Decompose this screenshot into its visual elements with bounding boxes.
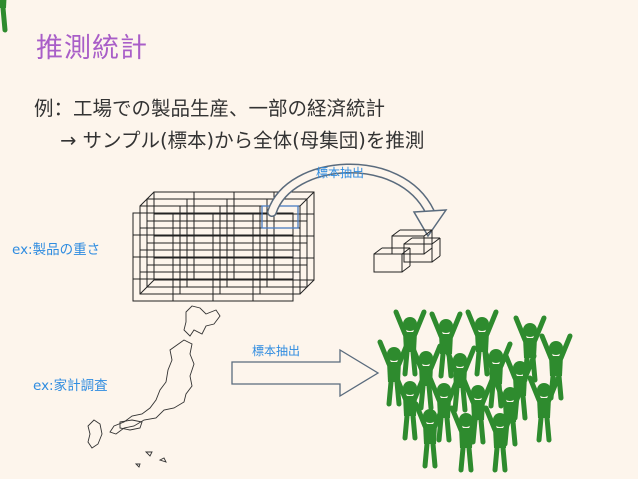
example-line: 例：工場での製品生産、一部の経済統計 — [34, 97, 386, 120]
product-weight-example-label[interactable]: ex:製品の重さ — [12, 242, 101, 258]
cheering-crowd-icon — [0, 0, 570, 470]
inference-line: → サンプル(標本)から全体(母集団)を推測 — [60, 129, 425, 152]
sample-boxes-icon — [373, 229, 441, 273]
sampling-label-bottom: 標本抽出 — [252, 344, 301, 358]
household-survey-example-label[interactable]: ex:家計調査 — [33, 378, 108, 394]
right-arrow-icon — [231, 348, 380, 398]
japan-map-icon — [87, 305, 221, 468]
wireframe-box-grid-icon — [132, 191, 315, 302]
curved-arrow-icon — [267, 163, 448, 238]
sampling-label-top: 標本抽出 — [316, 166, 365, 180]
slide-title: 推測統計 — [36, 33, 148, 64]
